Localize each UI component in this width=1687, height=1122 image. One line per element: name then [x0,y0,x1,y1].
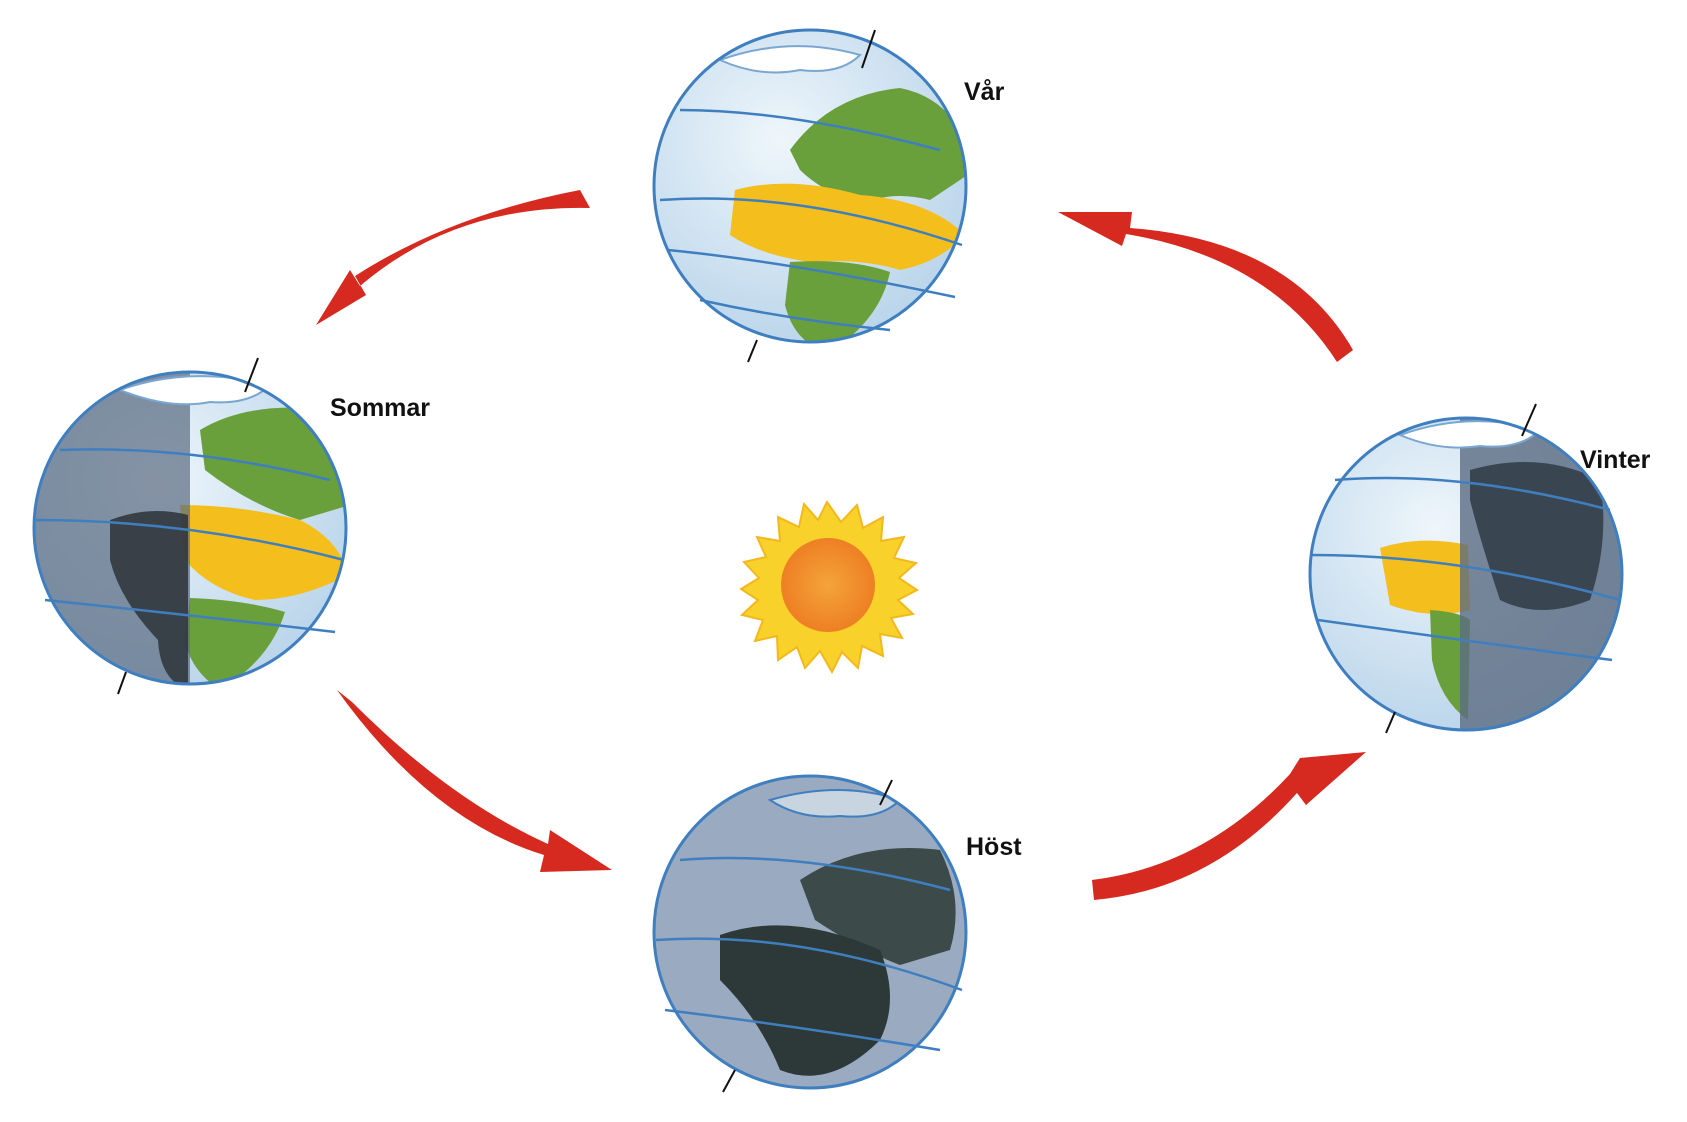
land-africa-south [785,261,890,342]
land-europe [800,848,956,965]
land-africa [180,505,346,600]
land-europe [790,88,966,205]
latitude-line [679,856,951,892]
land-africa-south [185,598,285,684]
arrow-winter-to-spring [1058,212,1353,362]
globe-spring [652,28,968,363]
latitude-line [659,197,963,247]
latitude-line [699,298,891,332]
arrow-autumn-to-winter [1092,752,1366,900]
label-autumn: Höst [966,833,1022,861]
label-summer: Sommar [330,394,430,422]
land-africa [1380,540,1470,614]
sun [739,500,919,675]
polar-ice [767,789,902,818]
globe-winter [1308,403,1624,734]
polar-ice [117,375,272,406]
latitude-line [1334,476,1611,512]
axis [117,671,127,695]
latitude-line [667,248,956,299]
label-winter: Vinter [1580,446,1651,474]
land-africa [720,925,890,1076]
sun-core [781,538,875,632]
land-americas [110,511,188,684]
polar-ice [1397,420,1542,449]
latitude-line [679,108,941,152]
axis [747,339,758,363]
axis [861,29,876,69]
axis [244,357,259,393]
polar-ice [717,45,862,74]
latitude-line [59,448,331,482]
latitude-line [1311,553,1621,602]
latitude-line [655,937,963,992]
orbit-arrows [316,190,1366,900]
latitude-line [44,598,336,634]
latitude-line [35,518,345,562]
axis [1385,711,1396,734]
latitude-line [1317,618,1613,662]
arrow-spring-to-summer [316,190,590,325]
land-europe [200,407,346,520]
axis [879,779,893,806]
axis [1521,403,1537,437]
axis [722,1069,736,1093]
latitude-line [664,1008,941,1052]
label-spring: Vår [964,78,1005,106]
arrow-summer-to-autumn [337,690,612,872]
globe-summer [32,357,348,695]
globe-autumn [652,774,968,1093]
